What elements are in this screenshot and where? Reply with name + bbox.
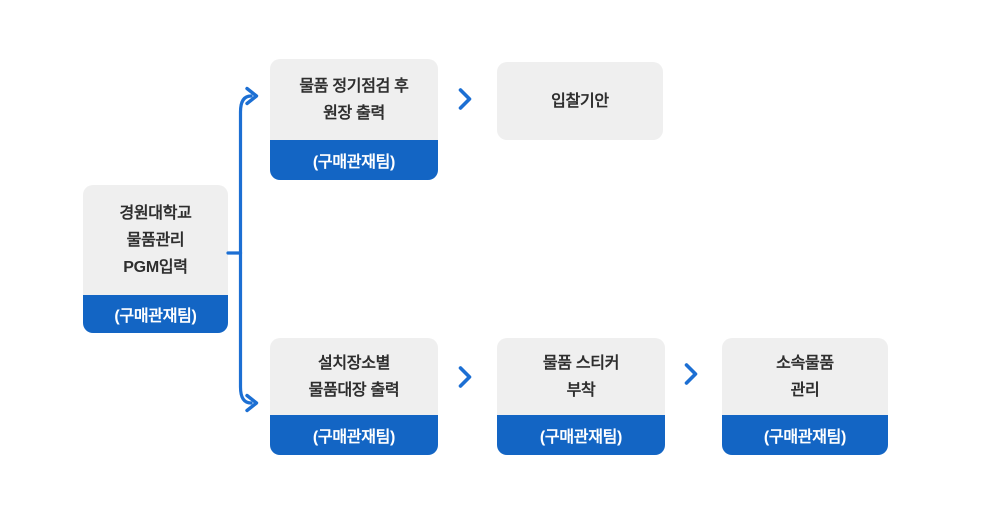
node-location-ledger-print: 설치장소별 물품대장 출력 (구매관재팀) (270, 338, 438, 455)
node-root-team-badge: (구매관재팀) (83, 295, 228, 333)
node-asset-management: 소속물품 관리 (구매관재팀) (722, 338, 888, 455)
node-root-line-1: 경원대학교 (119, 204, 192, 222)
node-c-team-badge: (구매관재팀) (270, 415, 438, 455)
node-d-line-2: 부착 (566, 381, 596, 399)
node-bid-draft: 입찰기안 (497, 62, 663, 140)
node-root-line-3: PGM입력 (123, 258, 188, 276)
node-c-line-2: 물품대장 출력 (308, 381, 400, 399)
chevron-right-icon (458, 366, 472, 388)
node-a-line-1: 물품 정기점검 후 (299, 77, 409, 95)
node-periodic-inspection-print: 물품 정기점검 후 원장 출력 (구매관재팀) (270, 59, 438, 180)
node-sticker-attach: 물품 스티커 부착 (구매관재팀) (497, 338, 665, 455)
node-bid-draft-label: 입찰기안 (497, 62, 663, 140)
node-c-line-1: 설치장소별 (317, 354, 391, 372)
node-root-pgm-input: 경원대학교 물품관리 PGM입력 (구매관재팀) (83, 185, 228, 333)
node-root-line-2: 물품관리 (126, 231, 185, 249)
node-e-line-1: 소속물품 (776, 354, 834, 372)
branch-arrow-icon (226, 86, 259, 413)
chevron-right-icon (458, 88, 472, 110)
node-d-line-1: 물품 스티커 (542, 354, 620, 372)
node-e-team-badge: (구매관재팀) (722, 415, 888, 455)
node-asset-management-label: 소속물품 관리 (722, 338, 888, 415)
node-e-line-2: 관리 (790, 381, 820, 399)
node-sticker-attach-label: 물품 스티커 부착 (497, 338, 665, 415)
node-a-team-badge: (구매관재팀) (270, 140, 438, 180)
node-root-label: 경원대학교 물품관리 PGM입력 (83, 185, 228, 295)
node-b-line-1: 입찰기안 (551, 92, 609, 110)
chevron-right-icon (684, 363, 698, 385)
node-periodic-inspection-label: 물품 정기점검 후 원장 출력 (270, 59, 438, 140)
node-location-ledger-label: 설치장소별 물품대장 출력 (270, 338, 438, 415)
node-d-team-badge: (구매관재팀) (497, 415, 665, 455)
node-a-line-2: 원장 출력 (323, 104, 385, 122)
